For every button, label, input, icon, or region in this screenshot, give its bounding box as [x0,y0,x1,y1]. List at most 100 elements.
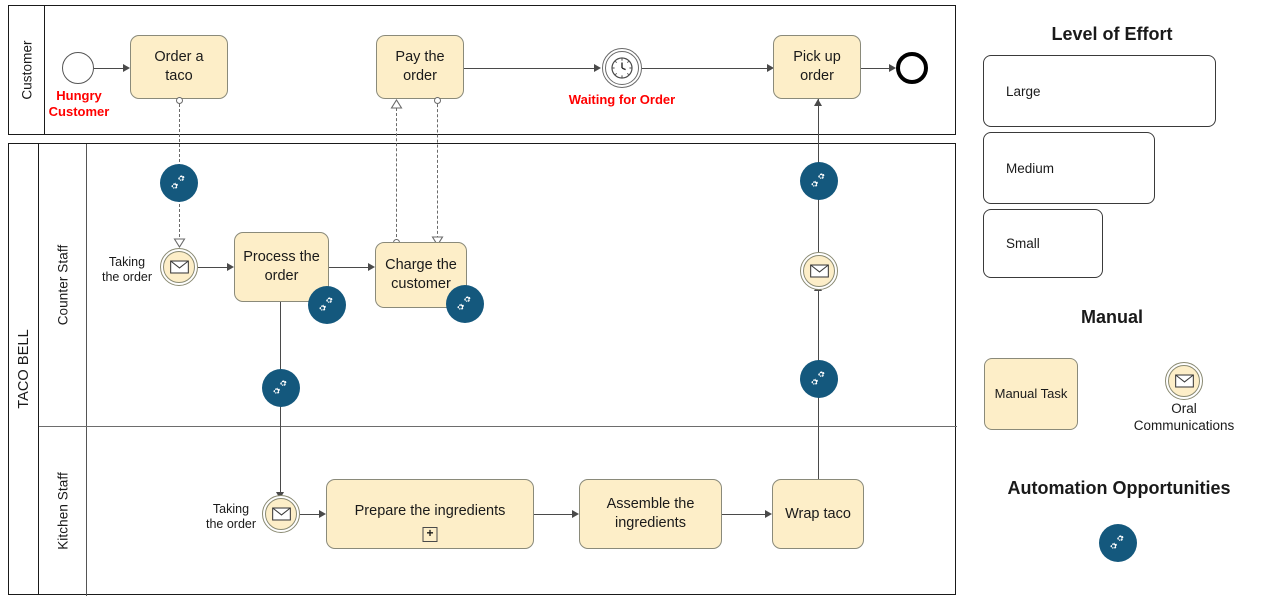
task-prepare-the-ingredients[interactable]: Prepare the ingredients + [326,479,534,549]
flow-kitchen-taking-to-prepare [300,513,323,515]
message-flow-pay-to-charge-dot [434,97,441,104]
lane-kitchen-staff-title-column: Kitchen Staff [39,426,87,596]
legend-effort-large[interactable]: Large [983,55,1216,127]
flow-arrow-prepare-to-assemble [572,509,579,518]
task-process-the-order-label: Process the order [243,249,320,284]
gear-icon [811,172,825,187]
legend-manual-task[interactable]: Manual Task [984,358,1078,430]
kitchen-message-event-label: Taking the order [196,502,266,532]
task-wrap-taco-label: Wrap taco [785,505,851,522]
lane-divider [39,426,957,428]
message-flow-pay-to-charge-arrowhead [431,236,444,246]
legend-manual-task-label: Manual Task [994,385,1068,401]
flow-arrow-timer-to-pickup [767,63,774,72]
legend-manual-title: Manual [1080,307,1143,327]
automation-badge-wrap-to-counter[interactable] [800,360,838,398]
pool-taco-bell-label: TACO BELL [15,329,32,409]
lane-counter-staff-label: Counter Staff [55,244,70,326]
task-pick-up-order[interactable]: Pick up order [773,35,861,99]
start-event-label-line2: Customer [48,103,110,119]
task-order-a-taco[interactable]: Order a taco [130,35,228,99]
legend-effort-medium-label: Medium [1006,160,1055,176]
flow-pickup-to-end [861,67,890,69]
kitchen-message-event-label-line2: the order [205,517,257,531]
message-event-kitchen-taking-the-order[interactable] [262,495,300,533]
flow-start-to-order [94,67,124,69]
flow-process-to-charge [329,266,369,268]
flow-prepare-to-assemble [534,513,573,515]
task-pay-the-order-label: Pay the order [395,49,445,84]
task-assemble-the-ingredients[interactable]: Assemble the ingredients [579,479,722,549]
envelope-icon [809,264,829,278]
task-wrap-taco[interactable]: Wrap taco [772,479,864,549]
legend-effort-small-label: Small [1006,236,1040,251]
subprocess-marker-icon: + [422,527,438,542]
flow-arrow-taking-to-process [227,262,234,271]
message-event-counter-taking-the-order[interactable] [160,248,198,286]
gear-icon [319,296,333,311]
message-flow-pay-to-charge [437,99,438,239]
start-event-label-line1: Hungry [56,88,102,103]
flow-arrow-pickup-to-end [889,63,896,72]
task-order-a-taco-label: Order a taco [154,49,204,84]
automation-badge-order-taco[interactable] [160,164,198,202]
legend-effort-medium[interactable]: Medium [983,132,1155,204]
task-assemble-the-ingredients-label: Assemble the ingredients [606,496,695,531]
gear-icon [273,379,287,394]
clock-icon [611,57,633,79]
lane-counter-staff-title-column: Counter Staff [39,144,87,426]
counter-message-event-label-line1: Taking [108,255,146,269]
start-event-label: Hungry Customer [34,88,124,119]
envelope-icon [169,260,189,274]
flow-arrow-process-to-charge [368,262,375,271]
flow-taking-to-process [198,266,228,268]
gear-icon [811,370,825,385]
message-flow-charge-to-pay-arrowhead [390,99,403,109]
counter-message-event-label-line2: the order [101,270,153,284]
legend-oral-communications-event[interactable] [1165,362,1203,400]
legend-oral-communications-caption: Oral Communications [1100,401,1262,435]
envelope-icon [271,507,291,521]
message-flow-order-arrowhead [173,238,186,248]
pool-customer-label: Customer [19,40,34,100]
lane-kitchen-staff-label: Kitchen Staff [55,472,70,550]
gear-icon [457,295,471,310]
flow-arrow-assemble-to-wrap [765,509,772,518]
gear-icon [1110,534,1124,549]
message-event-counter-order-ready[interactable] [800,252,838,290]
counter-message-event-label: Taking the order [92,255,162,285]
automation-badge-process-order[interactable] [308,286,346,324]
automation-badge-process-to-kitchen[interactable] [262,369,300,407]
legend-oral-label-line1: Oral [1171,401,1197,416]
legend-effort-large-label: Large [1006,83,1041,99]
automation-badge-charge-customer[interactable] [446,285,484,323]
flow-arrow-pay-to-timer [594,63,601,72]
envelope-icon [1174,374,1194,388]
pool-customer-title-column: Customer [9,6,45,134]
legend-automation-title: Automation Opportunities [1007,478,1231,498]
flow-timer-to-pickup [642,67,768,69]
start-event-hungry-customer[interactable] [62,52,94,84]
automation-badge-order-ready[interactable] [800,162,838,200]
gear-icon [171,174,185,189]
kitchen-message-event-label-line1: Taking [212,502,250,516]
flow-assemble-to-wrap [722,513,766,515]
message-flow-charge-to-pay [396,108,397,242]
end-event[interactable] [896,52,928,84]
timer-event-waiting-for-order[interactable] [602,48,642,88]
legend-effort-small[interactable]: Small [983,209,1103,278]
flow-arrow-counter-message-to-pickup [814,99,822,106]
pool-taco-bell-title-column: TACO BELL [9,144,39,594]
task-prepare-the-ingredients-label: Prepare the ingredients [354,502,506,519]
legend-effort-title: Level of Effort [1051,24,1173,44]
timer-event-label: Waiting for Order [568,92,676,107]
flow-arrow-kitchen-taking-to-prepare [319,509,326,518]
message-flow-order-start-dot [176,97,183,104]
flow-pay-to-timer [464,67,595,69]
task-pay-the-order[interactable]: Pay the order [376,35,464,99]
flow-arrow-start-to-order [123,63,130,72]
legend-oral-label-line2: Communications [1133,417,1235,433]
task-pick-up-order-label: Pick up order [793,49,841,84]
legend-automation-badge[interactable] [1099,524,1137,562]
